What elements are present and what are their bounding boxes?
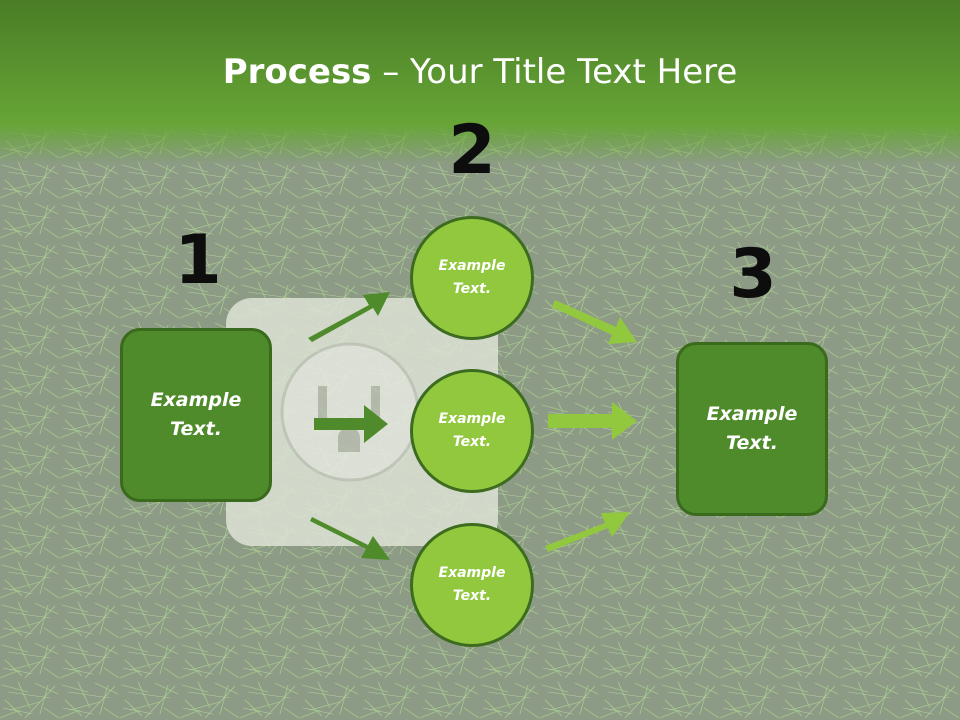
title-rest: – Your Title Text Here xyxy=(371,52,738,92)
step-box-3-text: Example Text. xyxy=(706,403,798,454)
middle-node-center-text: Example Text. xyxy=(438,411,506,450)
step-number-2: 2 xyxy=(448,111,496,190)
title-bold: Process xyxy=(222,52,372,92)
step-box-1-text: Example Text. xyxy=(150,389,242,440)
middle-node-bottom: Example Text. xyxy=(410,523,534,647)
arrow-from-top-node xyxy=(552,300,637,344)
step-box-1: Example Text. xyxy=(120,328,272,502)
step-box-3: Example Text. xyxy=(676,342,828,516)
arrow-to-bottom-node xyxy=(310,517,390,560)
slide-title: Process – Your Title Text Here xyxy=(0,52,960,92)
middle-node-center: Example Text. xyxy=(410,369,534,493)
arrow-to-center-node xyxy=(314,405,388,443)
middle-node-top: Example Text. xyxy=(410,216,534,340)
arrow-to-top-node xyxy=(308,292,390,342)
arrow-from-bottom-node xyxy=(545,512,630,552)
middle-node-top-text: Example Text. xyxy=(438,258,506,297)
arrow-from-center-node xyxy=(548,402,637,440)
step-number-3: 3 xyxy=(729,235,777,314)
middle-node-bottom-text: Example Text. xyxy=(438,565,506,604)
step-number-1: 1 xyxy=(174,221,222,300)
